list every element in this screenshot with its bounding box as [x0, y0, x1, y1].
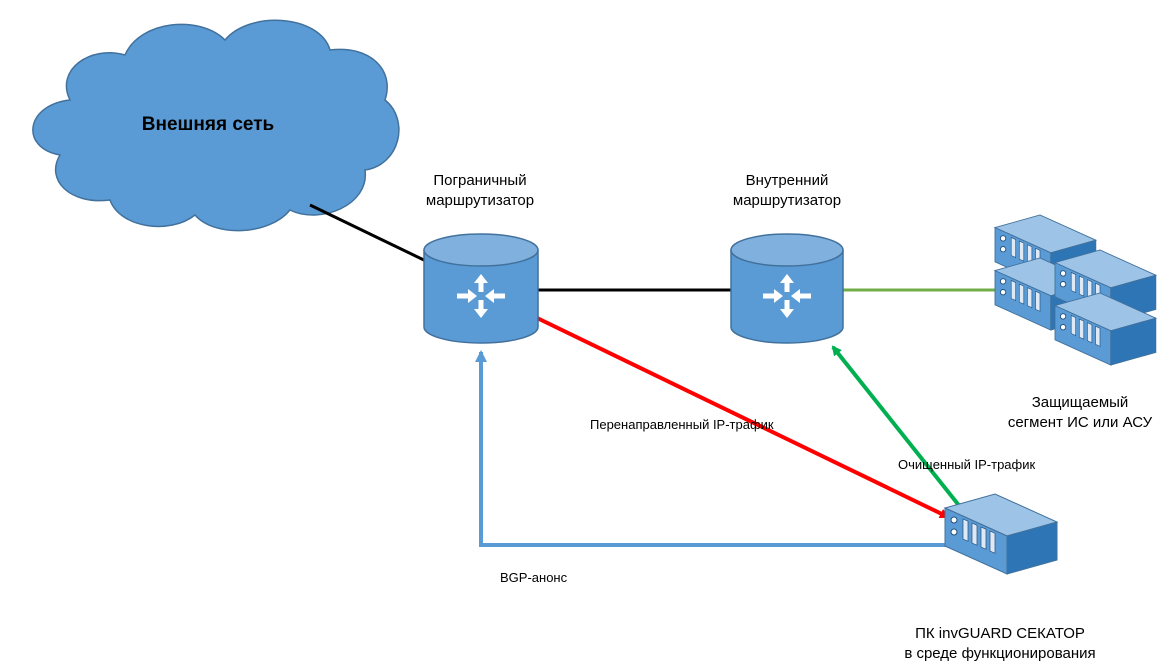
protected-segment-label-line2: сегмент ИС или АСУ	[1007, 414, 1153, 431]
appliance-server-icon	[944, 493, 1058, 575]
link-cloud-border	[309, 203, 429, 264]
cloud-shape	[32, 19, 400, 232]
cloud-label: Внешняя сеть	[141, 114, 275, 135]
redirected-traffic-arrow	[532, 314, 950, 519]
border-router-label: Пограничный маршрутизатор	[400, 171, 560, 211]
appliance-label: ПК invGUARD СЕКАТОР в среде функциониров…	[880, 624, 1120, 664]
redirected-traffic-label: Перенаправленный IP-трафик	[590, 417, 774, 432]
internal-router-icon	[730, 233, 844, 344]
internal-router-label: Внутренний маршрутизатор	[707, 171, 867, 211]
cleaned-traffic-arrow	[831, 345, 967, 515]
bgp-announce-label: BGP-анонс	[500, 570, 568, 585]
border-router-label-line2: маршрутизатор	[425, 192, 535, 209]
border-router-icon	[423, 233, 539, 344]
bgp-announce-line	[475, 350, 960, 547]
internal-router-label-line1: Внутренний	[745, 172, 829, 189]
cleaned-traffic-label: Очищенный IP-трафик	[898, 457, 1036, 472]
internal-router-label-line2: маршрутизатор	[732, 192, 842, 209]
border-router-label-line1: Пограничный	[433, 172, 527, 189]
appliance-label-line1: ПК invGUARD СЕКАТОР	[915, 625, 1085, 642]
protected-segment-servers-icon	[994, 214, 1157, 366]
protected-segment-label: Защищаемый сегмент ИС или АСУ	[992, 393, 1168, 433]
protected-segment-label-line1: Защищаемый	[1031, 394, 1129, 411]
appliance-label-line2: в среде функционирования	[904, 645, 1096, 662]
